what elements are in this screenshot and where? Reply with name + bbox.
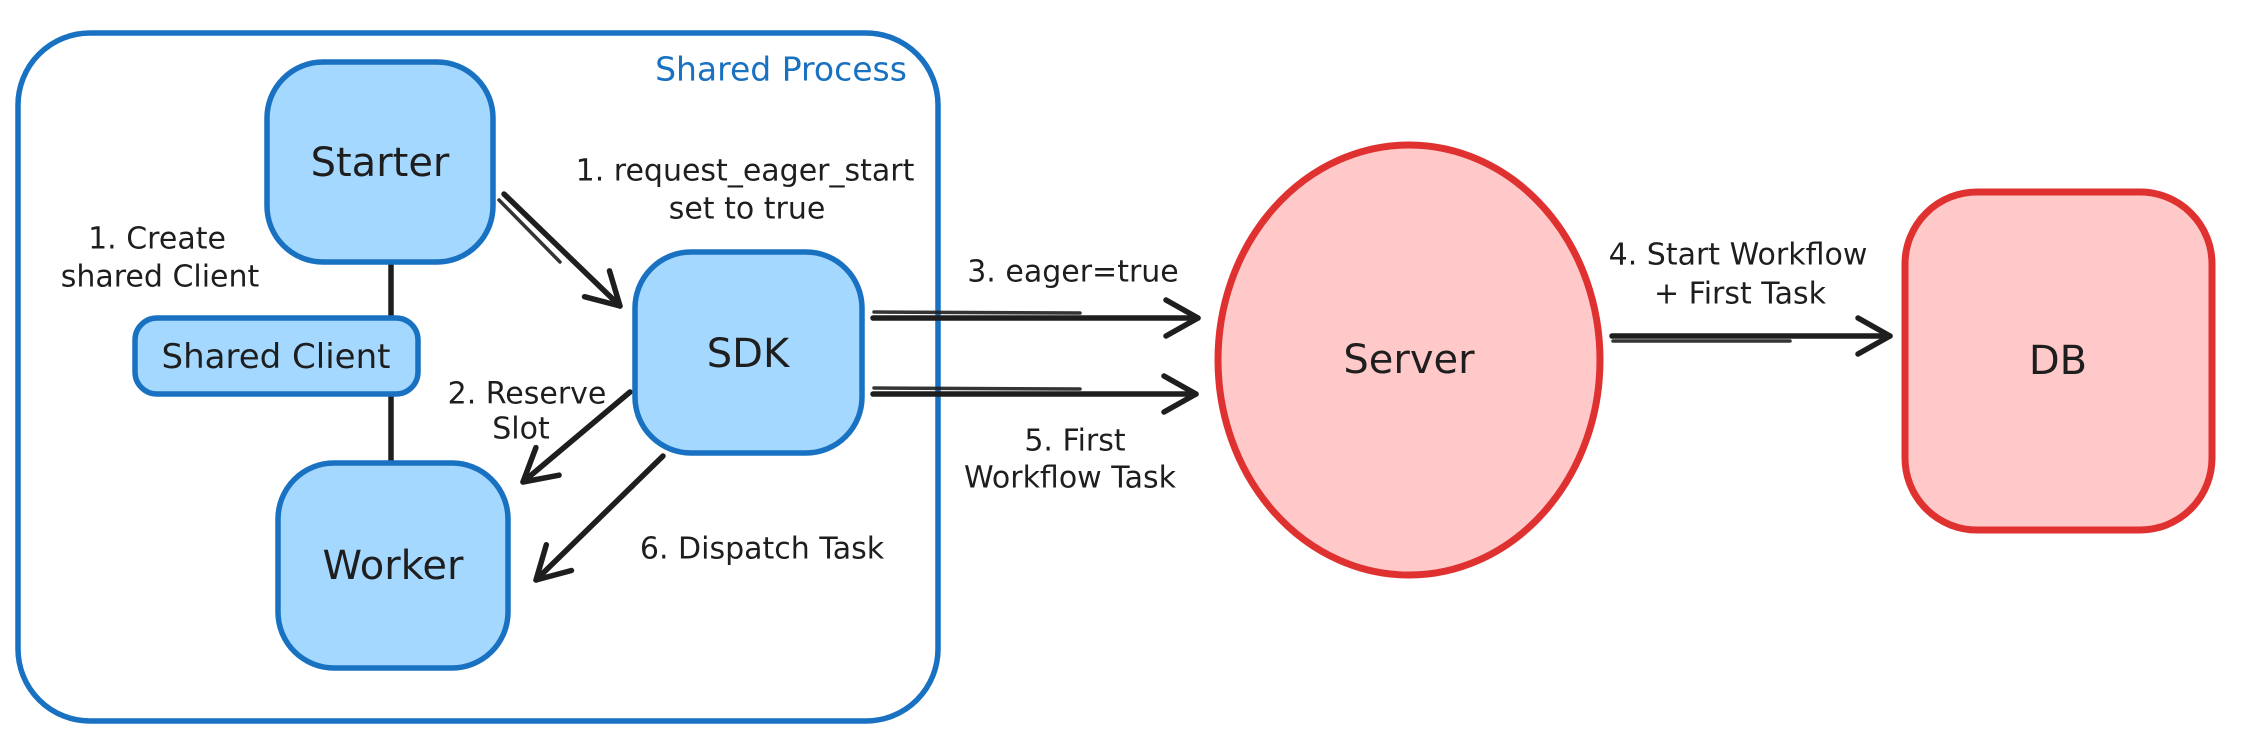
arrow-request-eager-sketch xyxy=(497,198,562,264)
anno-first-workflow-task-line1: 5. First xyxy=(1024,424,1126,459)
anno-request-eager-start-line2: set to true xyxy=(669,192,826,227)
anno-reserve-slot-line2: Slot xyxy=(492,412,550,447)
starter-node xyxy=(264,59,496,265)
shared-client-label: Shared Client xyxy=(162,337,391,377)
anno-request-eager-start-line1: 1. request_eager_start xyxy=(576,154,915,189)
arrow-reserve-slot xyxy=(520,389,633,485)
shared-process-label: Shared Process xyxy=(655,50,907,89)
sdk-label: SDK xyxy=(707,331,791,377)
anno-reserve-slot-line1: 2. Reserve xyxy=(448,377,607,412)
worker-label: Worker xyxy=(323,543,464,589)
anno-eager-true: 3. eager=true xyxy=(967,255,1179,290)
server-node xyxy=(1214,141,1604,579)
anno-first-workflow-task-line2: Workflow Task xyxy=(964,461,1177,496)
starter-label: Starter xyxy=(311,140,450,186)
sdk-node xyxy=(632,249,865,456)
arrow-request-eager-start xyxy=(501,191,623,309)
anno-start-workflow-line2: + First Task xyxy=(1654,277,1827,312)
arrow-dispatch-task xyxy=(533,453,666,583)
anno-dispatch-task: 6. Dispatch Task xyxy=(640,532,885,567)
server-label: Server xyxy=(1343,337,1475,383)
anno-create-shared-client-line1: 1. Create xyxy=(88,222,226,257)
anno-create-shared-client-line2: shared Client xyxy=(61,260,260,295)
anno-start-workflow-line1: 4. Start Workflow xyxy=(1609,238,1868,273)
arrow-eager-true-sketch xyxy=(872,310,1082,315)
db-node xyxy=(1901,188,2216,534)
shared-client-node xyxy=(132,315,421,397)
worker-node xyxy=(275,460,511,671)
arrow-first-workflow-task-sketch xyxy=(872,386,1082,391)
shared-process-box xyxy=(15,30,941,724)
db-label: DB xyxy=(2029,338,2087,384)
